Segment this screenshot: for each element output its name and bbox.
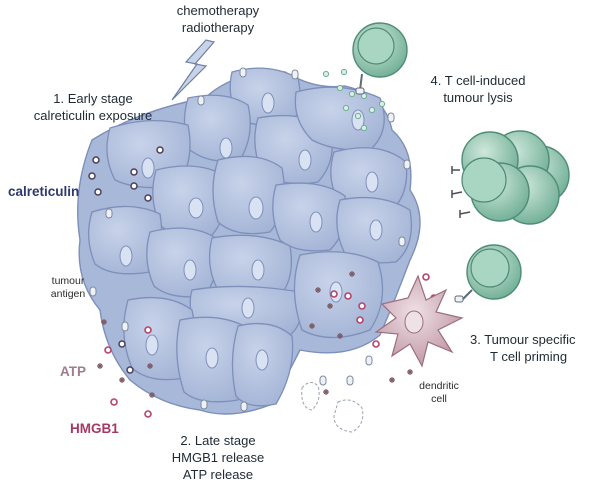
treatment-line2: radiotherapy — [181, 20, 255, 35]
tumour-antigen-markers — [89, 67, 411, 412]
tumour-antigen-label: tumour antigen — [38, 275, 98, 301]
treatment-label: chemotherapy radiotherapy — [156, 2, 280, 36]
antigen-fragments — [319, 355, 373, 386]
tumour-cell — [212, 155, 285, 235]
step2-line2: HMGB1 release — [171, 450, 265, 465]
dendritic-line2: cell — [431, 393, 447, 405]
step4-line1: 4. T cell-induced — [430, 73, 526, 88]
dendritic-cell-label: dendritic cell — [408, 380, 470, 406]
step1-label: 1. Early stage calreticulin exposure — [18, 90, 168, 124]
tumour-cell — [272, 182, 347, 252]
step2-line3: ATP release — [182, 467, 254, 482]
step3-label: 3. Tumour specific T cell priming — [470, 331, 576, 365]
tumour-cell — [183, 94, 251, 162]
step1-line2: calreticulin exposure — [33, 108, 153, 123]
step4-line2: tumour lysis — [443, 90, 513, 105]
step2-label: 2. Late stage HMGB1 release ATP release — [156, 432, 280, 483]
dendritic-cell — [374, 274, 464, 368]
step1-line1: 1. Early stage — [53, 91, 133, 106]
tumour-antigen-line2: antigen — [50, 288, 86, 300]
tumour-antigen-line1: tumour — [51, 275, 85, 287]
step3-line1: 3. Tumour specific — [470, 332, 576, 347]
step3-line2: T cell priming — [490, 349, 568, 364]
atp-molecules — [97, 271, 413, 398]
nuclei — [119, 92, 383, 371]
cell-debris — [301, 382, 364, 433]
treatment-line1: chemotherapy — [176, 3, 260, 18]
tumour-cells — [88, 67, 413, 407]
t-cell-cluster — [451, 130, 570, 225]
atp-label: ATP — [60, 364, 86, 379]
hmgb1-label: HMGB1 — [70, 421, 119, 436]
step4-label: 4. T cell-induced tumour lysis — [408, 72, 548, 106]
calreticulin-label: calreticulin — [8, 184, 80, 199]
t-cell-top — [352, 22, 408, 95]
calreticulin-markers — [88, 146, 164, 374]
step2-line1: 2. Late stage — [180, 433, 256, 448]
lightning-icon — [171, 39, 216, 101]
lysis-particles — [322, 68, 386, 132]
dendritic-line1: dendritic — [419, 380, 459, 392]
tumour-cell — [146, 227, 219, 298]
t-cell-priming — [454, 244, 522, 303]
